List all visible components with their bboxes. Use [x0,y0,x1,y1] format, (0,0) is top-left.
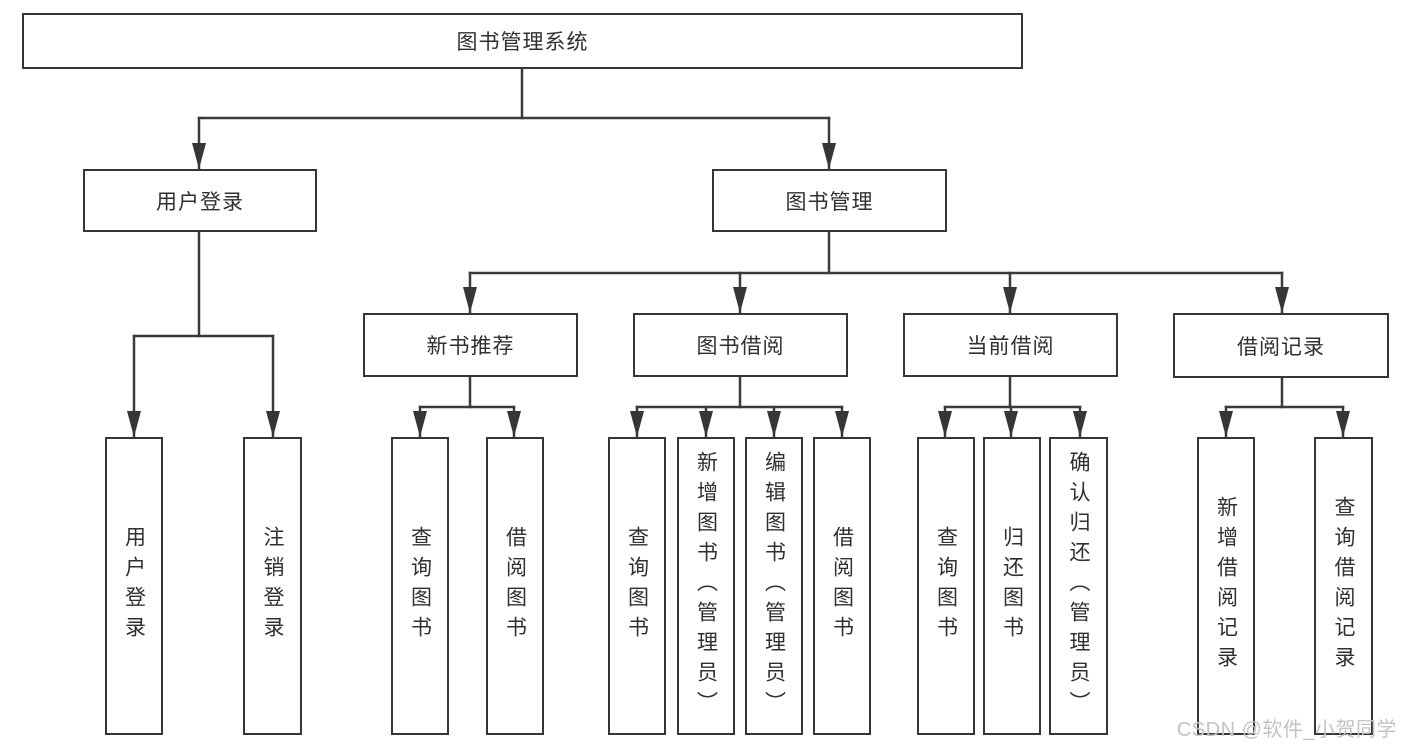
csdn-watermark: CSDN @软件_小贺同学 [1176,719,1397,741]
leaf-query-books-borrow: 查询图书 [608,437,666,735]
leaf-logout-label: 注销登录 [261,526,284,646]
leaf-confirm-return-admin-label: 确认归还（管理员） [1067,451,1090,721]
node-book-borrow: 图书借阅 [633,313,848,377]
leaf-query-books-current: 查询图书 [917,437,975,735]
leaf-add-borrow-record: 新增借阅记录 [1197,437,1255,735]
leaf-add-borrow-record-label: 新增借阅记录 [1214,496,1238,676]
leaf-borrow-books-recommend: 借阅图书 [486,437,544,735]
leaf-query-books-recommend: 查询图书 [391,437,449,735]
node-book-management-label: 图书管理 [785,190,874,214]
node-borrow-record: 借阅记录 [1173,313,1389,378]
leaf-borrow-books-recommend-label: 借阅图书 [503,526,527,646]
node-user-login-label: 用户登录 [156,190,244,214]
node-current-borrow: 当前借阅 [903,313,1118,377]
leaf-query-books-recommend-label: 查询图书 [408,526,432,646]
node-borrow-record-label: 借阅记录 [1237,335,1325,359]
leaf-query-books-borrow-label: 查询图书 [625,526,649,646]
leaf-add-book-admin-label: 新增图书（管理员） [694,451,718,721]
leaf-user-login: 用户登录 [105,437,163,735]
leaf-logout: 注销登录 [243,437,302,735]
node-book-borrow-label: 图书借阅 [696,335,785,358]
leaf-return-book-label: 归还图书 [1000,526,1024,646]
node-user-login: 用户登录 [83,169,317,232]
leaf-borrow-books: 借阅图书 [813,437,871,735]
leaf-user-login-label: 用户登录 [122,526,146,646]
leaf-query-borrow-record-label: 查询借阅记录 [1332,496,1355,676]
node-new-book-recommend-label: 新书推荐 [426,335,515,358]
node-new-book-recommend: 新书推荐 [363,313,578,377]
node-current-borrow-label: 当前借阅 [966,335,1055,358]
leaf-edit-book-admin: 编辑图书（管理员） [745,437,803,735]
leaf-query-borrow-record: 查询借阅记录 [1314,437,1373,735]
leaf-add-book-admin: 新增图书（管理员） [677,437,735,735]
leaf-edit-book-admin-label: 编辑图书（管理员） [762,451,786,721]
leaf-return-book: 归还图书 [983,437,1041,735]
leaf-borrow-books-label: 借阅图书 [830,526,854,646]
leaf-query-books-current-label: 查询图书 [934,526,958,646]
node-root: 图书管理系统 [22,13,1023,69]
node-book-management: 图书管理 [712,169,947,232]
leaf-confirm-return-admin: 确认归还（管理员） [1049,437,1108,735]
node-root-label: 图书管理系统 [456,31,589,54]
